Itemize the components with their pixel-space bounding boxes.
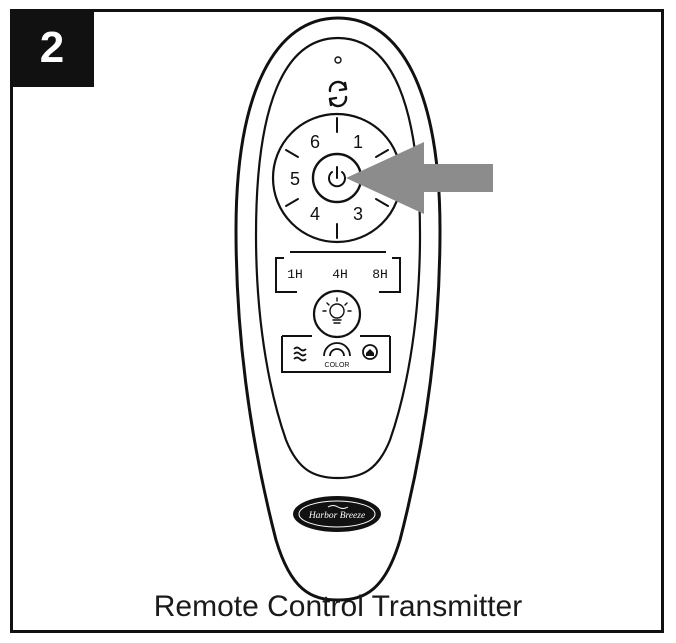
ir-indicator-light [334,56,342,64]
timer-1h-button[interactable]: 1H [287,267,303,282]
indicator-arrow [346,142,493,214]
step-number-badge: 2 [10,9,94,87]
breeze-icon[interactable] [293,346,307,362]
home-icon [366,349,374,356]
speed-3-button[interactable]: 3 [353,204,363,224]
svg-text:Harbor Breeze: Harbor Breeze [308,511,365,521]
speed-6-button[interactable]: 6 [310,132,320,152]
color-label: COLOR [325,362,350,369]
timer-8h-button[interactable]: 8H [372,267,388,282]
power-icon [328,166,346,188]
speed-5-button[interactable]: 5 [290,169,300,189]
mode-bracket [281,335,391,373]
timer-4h-button[interactable]: 4H [332,267,348,282]
speed-1-button[interactable]: 1 [353,132,363,152]
color-temperature-icon[interactable] [323,342,351,357]
figure-caption: Remote Control Transmitter [153,590,523,623]
timer-bracket [275,251,401,293]
brand-logo: Harbor Breeze [293,496,381,532]
light-bulb-icon [322,297,352,324]
speed-4-button[interactable]: 4 [310,204,320,224]
light-button[interactable] [312,289,362,339]
reverse-icon[interactable] [328,80,348,108]
